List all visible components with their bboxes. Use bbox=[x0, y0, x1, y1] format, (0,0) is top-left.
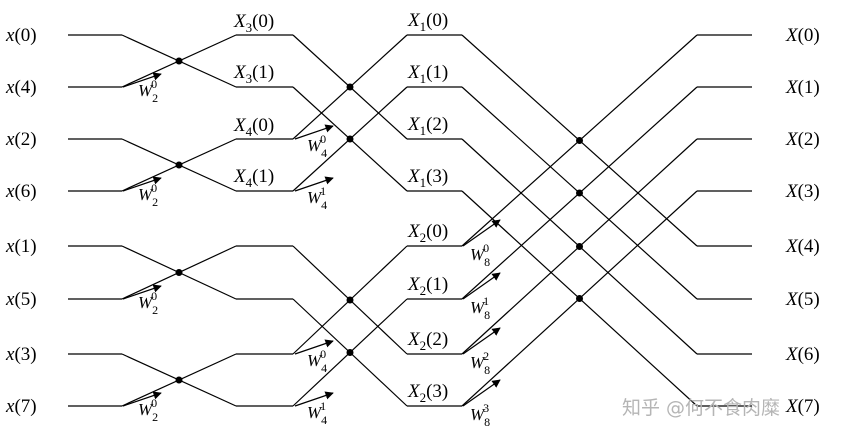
input-label: x(4) bbox=[5, 77, 37, 98]
input-label: x(2) bbox=[5, 129, 37, 150]
input-label: x(0) bbox=[5, 25, 37, 46]
twiddle-label: W83 bbox=[470, 401, 490, 429]
twiddle-arrow bbox=[122, 391, 162, 407]
butterfly-node bbox=[576, 295, 583, 302]
output-label: X(6) bbox=[785, 344, 820, 365]
twiddle-arrow bbox=[294, 176, 334, 192]
twiddle-arrow bbox=[294, 339, 334, 355]
butterfly-node bbox=[346, 135, 354, 143]
twiddle-arrow bbox=[462, 272, 501, 300]
input-label: x(5) bbox=[5, 289, 37, 310]
butterfly-node bbox=[576, 137, 583, 144]
butterfly-node bbox=[346, 296, 354, 304]
input-label: x(7) bbox=[5, 396, 37, 417]
stage2-label: X2(0) bbox=[407, 221, 448, 245]
stage1-label: X4(0) bbox=[233, 115, 274, 139]
input-label: x(3) bbox=[5, 344, 37, 365]
twiddle-label: W20 bbox=[138, 181, 158, 209]
twiddle-label: W20 bbox=[138, 289, 158, 317]
butterfly-node bbox=[576, 189, 583, 197]
output-label: X(5) bbox=[785, 289, 820, 310]
node-labels: x(0) x(4) x(2) x(6) x(1) x(5) x(3) x(7) X3(0) X3(… bbox=[5, 10, 820, 417]
twiddle-label: W40 bbox=[307, 132, 327, 160]
twiddle-arrow bbox=[462, 379, 501, 407]
twiddle-arrow bbox=[122, 284, 162, 300]
output-label: X(3) bbox=[785, 181, 820, 202]
stage2-label: X2(1) bbox=[407, 274, 448, 298]
twiddle-label: W80 bbox=[470, 241, 490, 269]
butterfly-node bbox=[175, 161, 183, 169]
twiddle-arrow bbox=[294, 391, 334, 407]
stage2-label: X2(2) bbox=[407, 329, 448, 353]
output-label: X(2) bbox=[785, 129, 820, 150]
twiddle-arrow bbox=[462, 327, 501, 355]
stage1-label: X3(1) bbox=[233, 62, 274, 86]
butterfly-nodes bbox=[175, 57, 583, 384]
twiddle-label: W82 bbox=[470, 349, 490, 377]
stage2-label: X1(1) bbox=[407, 62, 448, 86]
twiddle-arrow bbox=[122, 72, 162, 88]
twiddle-arrow bbox=[462, 219, 501, 247]
twiddle-label: W81 bbox=[470, 294, 490, 322]
butterfly-node bbox=[175, 376, 183, 384]
watermark: 知乎 @何不食肉糜 bbox=[622, 397, 780, 419]
butterfly-node bbox=[576, 243, 583, 250]
output-label: X(4) bbox=[785, 236, 820, 257]
stage2-label: X1(0) bbox=[407, 10, 448, 34]
stage2-label: X2(3) bbox=[407, 381, 448, 405]
output-label: X(0) bbox=[785, 25, 820, 46]
twiddle-label: W20 bbox=[138, 396, 158, 424]
stage2-label: X1(2) bbox=[407, 114, 448, 138]
butterfly-node bbox=[346, 83, 354, 91]
stage1-label: X4(1) bbox=[233, 166, 274, 190]
twiddle-label: W41 bbox=[307, 399, 327, 427]
butterfly-node bbox=[346, 349, 354, 356]
stage1-label: X3(0) bbox=[233, 11, 274, 35]
butterfly-node bbox=[175, 269, 183, 276]
stage2-label: X1(3) bbox=[407, 166, 448, 190]
twiddle-label: W41 bbox=[307, 184, 327, 212]
output-label: X(7) bbox=[785, 396, 820, 417]
input-label: x(6) bbox=[5, 181, 37, 202]
twiddle-label: W40 bbox=[307, 347, 327, 375]
input-label: x(1) bbox=[5, 236, 37, 257]
twiddle-arrow bbox=[294, 124, 334, 140]
twiddle-label: W20 bbox=[138, 77, 158, 105]
output-label: X(1) bbox=[785, 77, 820, 98]
twiddle-arrow bbox=[122, 176, 162, 192]
butterfly-node bbox=[175, 57, 183, 65]
